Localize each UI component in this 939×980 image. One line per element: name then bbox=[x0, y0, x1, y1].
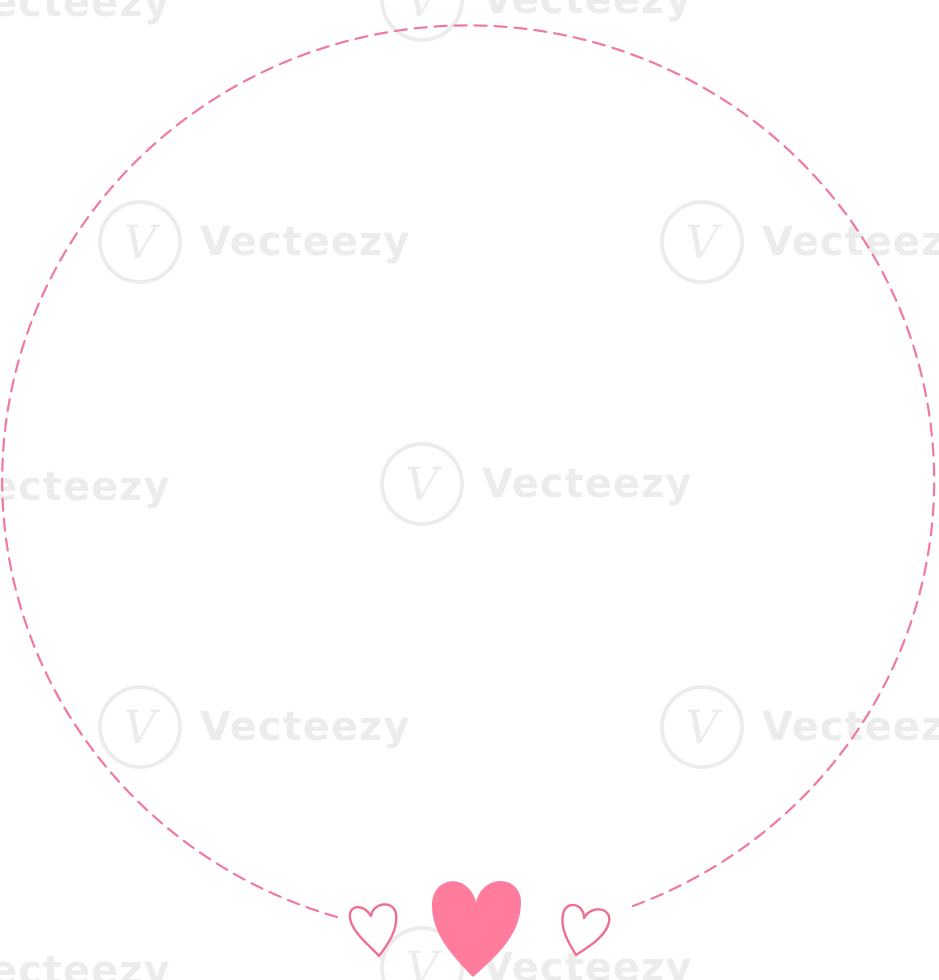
heart-filled-icon bbox=[432, 880, 521, 977]
heart-outline-icon bbox=[348, 903, 398, 958]
heart-outline-icon bbox=[561, 903, 611, 957]
dashed-circle-frame bbox=[1, 24, 936, 919]
